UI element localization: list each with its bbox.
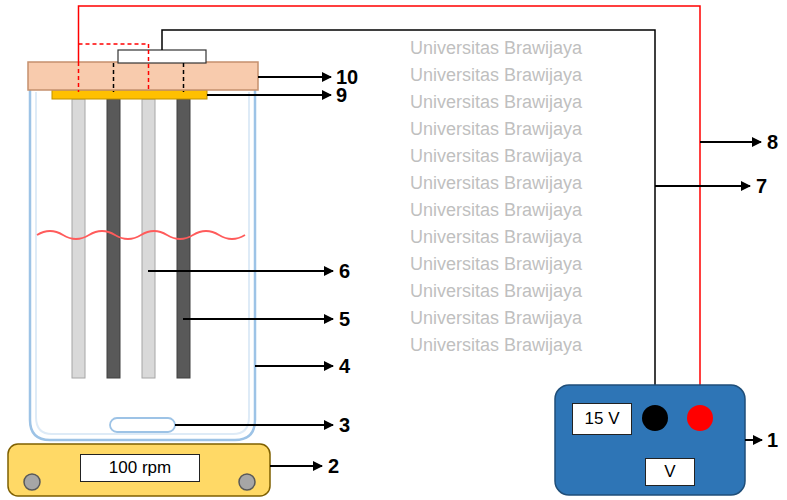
callout-leader xyxy=(148,270,333,272)
aluminium-electrode xyxy=(142,99,155,378)
callout-number: 2 xyxy=(328,455,339,478)
callout-leader xyxy=(258,76,331,78)
negative-terminal xyxy=(642,405,668,431)
callout-leader xyxy=(207,94,331,96)
callout-number: 4 xyxy=(339,355,350,378)
callout-number: 1 xyxy=(767,429,778,452)
callout-leader xyxy=(255,365,333,367)
voltage-display: 15 V xyxy=(572,403,632,435)
watermark-text: Universitas Brawijaya xyxy=(410,308,582,329)
callout-leader xyxy=(700,141,761,143)
watermark-text: Universitas Brawijaya xyxy=(410,92,582,113)
callout-number: 6 xyxy=(339,260,350,283)
speed-display: 100 rpm xyxy=(80,454,200,482)
watermark-text: Universitas Brawijaya xyxy=(410,65,582,86)
wire-dashed xyxy=(78,62,80,92)
beaker xyxy=(30,90,255,440)
callout-number: 7 xyxy=(756,175,767,198)
watermark-text: Universitas Brawijaya xyxy=(410,119,582,140)
magnetic-stirrer xyxy=(8,444,270,496)
watermark-text: Universitas Brawijaya xyxy=(410,254,582,275)
stirrer-knob xyxy=(239,474,255,490)
callout-leader xyxy=(183,318,333,320)
wire-dashed xyxy=(148,50,150,92)
wire-dashed xyxy=(148,44,150,50)
positive-wire xyxy=(79,6,701,405)
watermark-text: Universitas Brawijaya xyxy=(410,173,582,194)
voltmeter-display: V xyxy=(645,458,695,486)
callout-leader xyxy=(655,185,750,187)
wire-dashed xyxy=(79,43,149,45)
display-text: 100 rpm xyxy=(109,458,171,478)
wire-dashed xyxy=(113,63,115,92)
callout-leader xyxy=(270,465,322,467)
callout-number: 5 xyxy=(339,308,350,331)
watermark-text: Universitas Brawijaya xyxy=(410,146,582,167)
callout-number: 3 xyxy=(339,414,350,437)
negative-wire xyxy=(162,30,655,405)
callout-leader xyxy=(175,424,333,426)
watermark-text: Universitas Brawijaya xyxy=(410,281,582,302)
watermark-text: Universitas Brawijaya xyxy=(410,38,582,59)
stirrer-knob xyxy=(24,474,40,490)
beaker-inner-wall xyxy=(36,92,249,434)
callout-number: 8 xyxy=(767,131,778,154)
water-level xyxy=(37,231,245,239)
display-text: V xyxy=(664,462,675,482)
stir-bar xyxy=(110,418,175,432)
lid xyxy=(28,62,258,90)
dc-power-supply xyxy=(555,385,745,495)
watermark-text: Universitas Brawijaya xyxy=(410,335,582,356)
callout-leader xyxy=(745,439,762,441)
display-text: 15 V xyxy=(585,409,620,429)
positive-terminal xyxy=(687,405,713,431)
iron-electrode xyxy=(107,99,120,378)
callout-number: 9 xyxy=(336,84,347,107)
watermark-text: Universitas Brawijaya xyxy=(410,227,582,248)
wire-dashed xyxy=(183,63,185,92)
terminal-block xyxy=(118,50,206,63)
watermark-text: Universitas Brawijaya xyxy=(410,200,582,221)
